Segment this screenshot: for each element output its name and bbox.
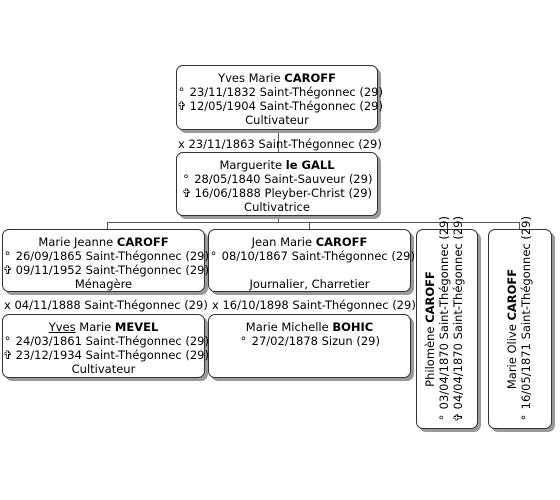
birth-line: ° 28/05/1840 Saint-Sauveur (29) — [183, 172, 373, 186]
person-name: Yves Marie MEVEL — [48, 320, 159, 334]
birth-symbol: ° — [437, 414, 451, 421]
marriage-symbol: x — [178, 137, 185, 151]
occupation: Cultivateur — [245, 113, 309, 127]
death-cross-icon: ✞ — [177, 99, 187, 113]
person-card-child-vertical[interactable]: Marie Olive CAROFF ° 16/05/1871 Saint-Th… — [488, 216, 552, 429]
death-cross-icon: ✞ — [3, 263, 13, 277]
occupation: Ménagère — [74, 277, 133, 291]
birth-line: ° 03/04/1870 Saint-Thégonnec (29) — [437, 216, 451, 421]
birth-line: ° 24/03/1861 Saint-Thégonnec (29) — [4, 334, 209, 348]
person-name: Philomène CAROFF — [423, 271, 437, 387]
death-line: ✞ 09/11/1952 Saint-Thégonnec (29) — [3, 263, 209, 277]
birth-line: ° 23/11/1832 Saint-Thégonnec (29) — [178, 85, 383, 99]
person-card-mother[interactable]: Marguerite le GALL ° 28/05/1840 Saint-Sa… — [176, 152, 378, 216]
occupation: Cultivatrice — [244, 200, 310, 214]
person-card-spouse[interactable]: Yves Marie MEVEL ° 24/03/1861 Saint-Thég… — [2, 314, 209, 378]
birth-symbol: ° — [240, 334, 247, 348]
person-card-child[interactable]: Jean Marie CAROFF ° 08/10/1867 Saint-Thé… — [208, 229, 415, 292]
death-cross-icon: ✞ — [3, 348, 13, 362]
child-drop-line — [107, 222, 108, 229]
birth-symbol: ° — [210, 249, 217, 263]
birth-symbol: ° — [183, 172, 189, 186]
person-name: Marie Olive CAROFF — [505, 268, 519, 390]
children-bus-line — [107, 222, 519, 223]
person-name: Yves Marie CAROFF — [218, 71, 336, 85]
marriage-line-child: x 04/11/1888 Saint-Thégonnec (29) — [4, 298, 208, 312]
birth-symbol: ° — [4, 334, 11, 348]
person-name: Marie Michelle BOHIC — [245, 320, 374, 334]
person-card-child[interactable]: Marie Jeanne CAROFF ° 26/09/1865 Saint-T… — [2, 229, 209, 292]
death-cross-icon: ✞ — [451, 412, 465, 422]
person-name: Marguerite le GALL — [219, 158, 335, 172]
person-card-father[interactable]: Yves Marie CAROFF ° 23/11/1832 Saint-Thé… — [176, 65, 383, 130]
birth-symbol: ° — [519, 414, 533, 421]
birth-symbol: ° — [4, 249, 11, 263]
occupation: Cultivateur — [71, 362, 136, 376]
birth-line: ° 26/09/1865 Saint-Thégonnec (29) — [4, 249, 209, 263]
death-line: ✞ 12/05/1904 Saint-Thégonnec (29) — [177, 99, 383, 113]
child-drop-line — [309, 222, 310, 229]
marriage-symbol: x — [4, 298, 11, 312]
death-line: ✞ 16/06/1888 Pleyber-Christ (29) — [181, 186, 373, 200]
person-card-child-vertical[interactable]: Philomène CAROFF ° 03/04/1870 Saint-Thég… — [416, 216, 478, 429]
occupation: Journalier, Charretier — [249, 277, 370, 291]
family-trunk-line — [278, 216, 279, 223]
child-drop-line — [519, 222, 520, 229]
marriage-symbol: x — [212, 298, 219, 312]
birth-line: ° 27/02/1878 Sizun (29) — [240, 334, 380, 348]
person-name: Marie Jeanne CAROFF — [38, 235, 169, 249]
birth-symbol: ° — [178, 85, 185, 99]
birth-line: ° 16/05/1871 Saint-Thégonnec (29) — [519, 216, 533, 421]
person-name: Jean Marie CAROFF — [251, 235, 368, 249]
child-drop-line — [447, 222, 448, 229]
death-line: ✞ 04/04/1870 Saint-Thégonnec (29) — [451, 216, 465, 422]
birth-line: ° 08/10/1867 Saint-Thégonnec (29) — [210, 249, 415, 263]
marriage-line-parents: x 23/11/1863 Saint-Thégonnec (29) — [178, 137, 382, 151]
death-line: ✞ 23/12/1934 Saint-Thégonnec (29) — [3, 348, 209, 362]
death-cross-icon: ✞ — [181, 186, 192, 200]
marriage-line-child: x 16/10/1898 Saint-Thégonnec (29) — [212, 298, 416, 312]
person-card-spouse[interactable]: Marie Michelle BOHIC ° 27/02/1878 Sizun … — [208, 314, 411, 378]
